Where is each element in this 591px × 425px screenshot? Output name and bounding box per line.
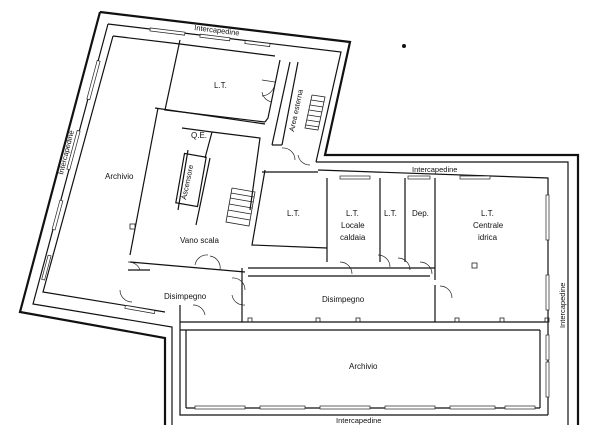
label-dep: Dep. bbox=[412, 209, 429, 218]
label-disimpegno-left: Disimpegno bbox=[164, 292, 207, 301]
label-lt-centrale: L.T. bbox=[481, 209, 494, 218]
label-centrale-idrica-2: idrica bbox=[478, 233, 498, 242]
label-intercapedine-bottom: Intercapedine bbox=[336, 416, 381, 425]
label-intercapedine-right-top: Intercapedine bbox=[412, 165, 457, 174]
label-area-esterna: Area esterna bbox=[287, 88, 305, 133]
outer-walls bbox=[18, 10, 580, 425]
label-lt-mid: L.T. bbox=[287, 209, 300, 218]
label-archivio-bottom: Archivio bbox=[349, 362, 378, 371]
label-disimpegno-right: Disimpegno bbox=[322, 295, 365, 304]
label-locale-caldaia-2: caldaia bbox=[340, 233, 366, 242]
markers bbox=[129, 44, 550, 323]
label-lt-locale: L.T. bbox=[346, 209, 359, 218]
doors bbox=[119, 79, 453, 316]
label-vano-scala: Vano scala bbox=[180, 236, 220, 245]
label-archivio-left: Archivio bbox=[105, 172, 134, 181]
interior-walls bbox=[128, 39, 436, 322]
label-lt-small: L.T. bbox=[384, 209, 397, 218]
label-qe: Q.E. bbox=[191, 131, 207, 140]
label-centrale-idrica-1: Centrale bbox=[473, 221, 504, 230]
label-lt-top: L.T. bbox=[214, 81, 227, 90]
label-locale-caldaia-1: Locale bbox=[341, 221, 365, 230]
windows bbox=[41, 27, 550, 410]
label-intercapedine-right-side: Intercapedine bbox=[558, 283, 567, 328]
